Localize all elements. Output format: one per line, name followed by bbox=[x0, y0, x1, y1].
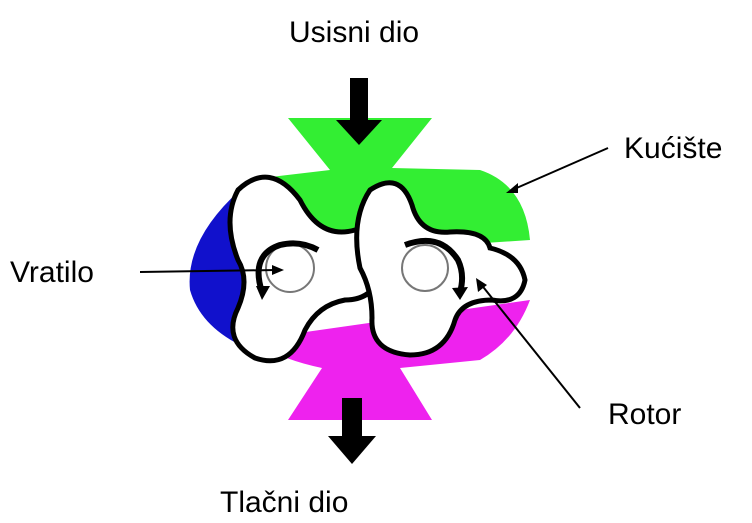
outlet-label: Tlačni dio bbox=[220, 486, 349, 519]
intake-label: Usisni dio bbox=[289, 16, 420, 49]
shaft-right bbox=[401, 244, 449, 292]
shaft-leader-line bbox=[139, 265, 284, 275]
right-rotor bbox=[354, 180, 528, 358]
housing-leader-line bbox=[506, 147, 609, 193]
rotation-arrow-left-icon bbox=[255, 240, 320, 293]
rotor-label: Rotor bbox=[608, 398, 682, 431]
outlet-arrow-icon bbox=[328, 398, 376, 464]
housing-label: Kućište bbox=[624, 132, 723, 165]
intake-arrow-icon bbox=[336, 78, 382, 145]
shaft-label: Vratilo bbox=[10, 256, 94, 289]
rotation-arrow-right-icon bbox=[403, 237, 466, 293]
outlet-region bbox=[250, 300, 530, 420]
left-rotor bbox=[227, 174, 386, 364]
rotor-leader-line bbox=[476, 278, 581, 409]
